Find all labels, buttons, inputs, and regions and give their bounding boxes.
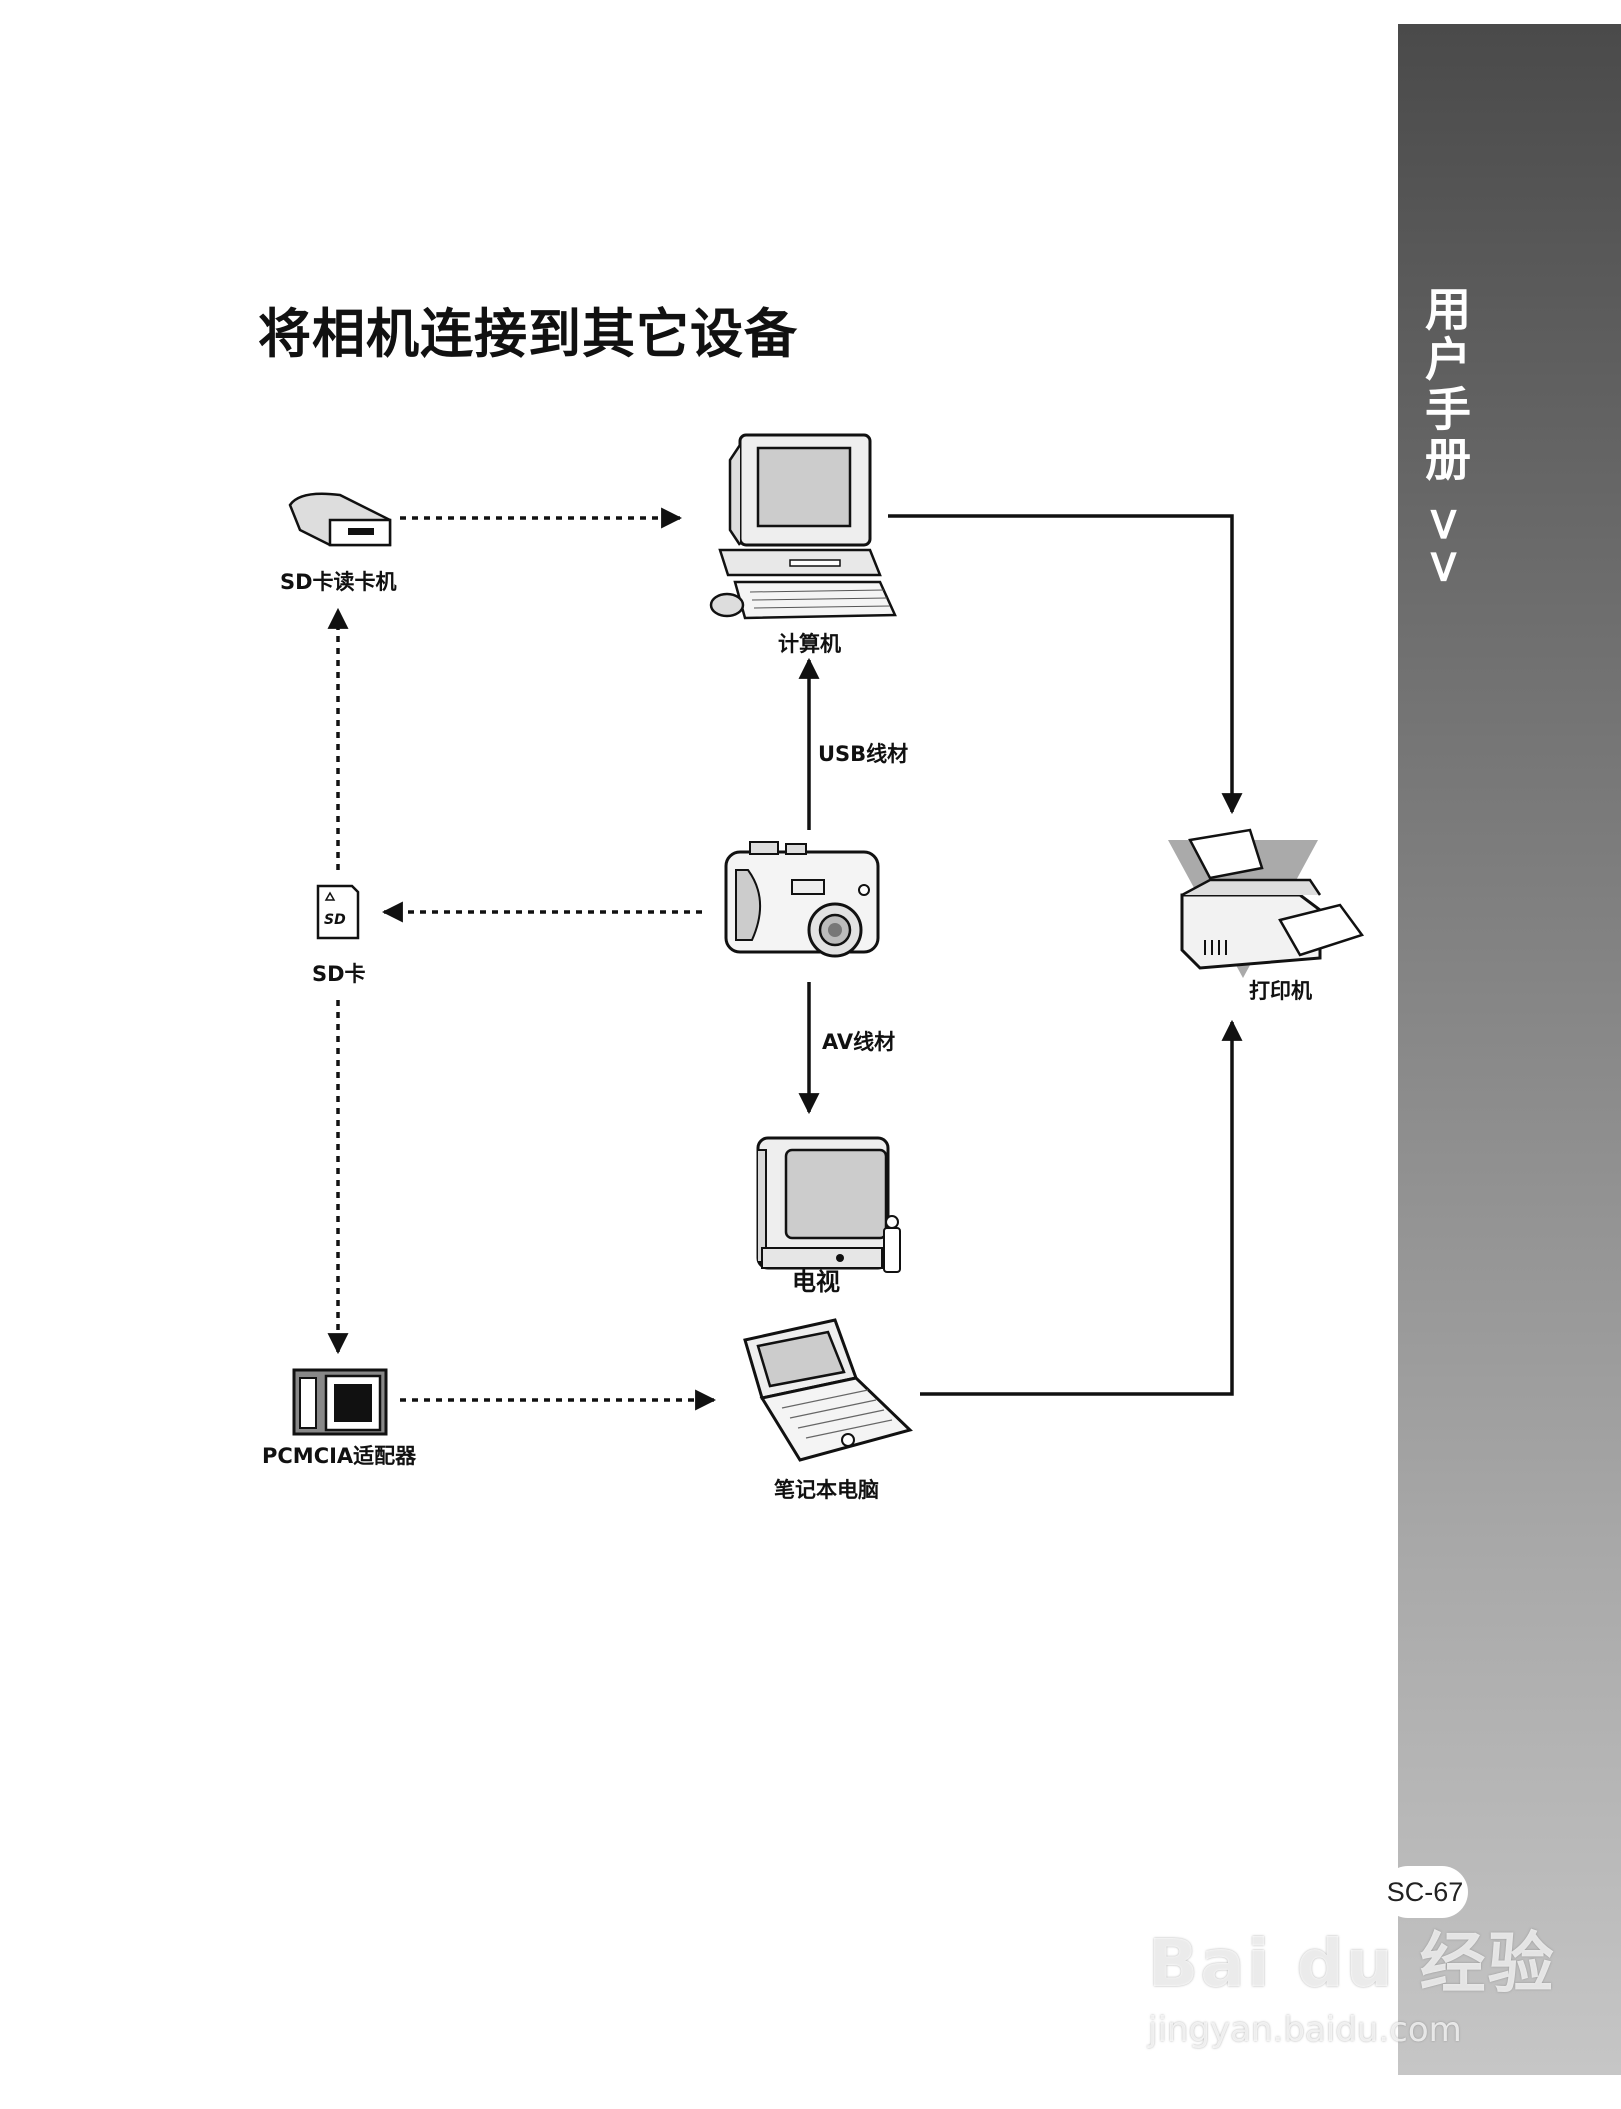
baidu-watermark: Bai du 经验 jingyan.baidu.com — [1148, 1910, 1556, 2050]
computer-label: 计算机 — [778, 632, 841, 656]
printer-icon — [1168, 828, 1365, 978]
sd-card-reader-icon — [288, 492, 392, 547]
sd-card-label: SD卡 — [312, 962, 366, 986]
usb-cable-label: USB线材 — [818, 742, 909, 766]
pcmcia-adapter-icon — [292, 1368, 388, 1436]
tv-icon — [756, 1136, 901, 1273]
laptop-label: 笔记本电脑 — [774, 1478, 879, 1502]
sidebar-title: 用户手册 >> — [1418, 285, 1472, 591]
watermark-url: jingyan.baidu.com — [1148, 2010, 1462, 2050]
tv-label: 电视 — [792, 1268, 840, 1296]
computer-to-printer-line — [888, 514, 1243, 815]
page-number: SC-67 — [1382, 1866, 1468, 1918]
svg-text:SD: SD — [324, 912, 346, 928]
camera-icon — [724, 841, 880, 958]
laptop-icon — [743, 1318, 913, 1462]
sd-card-icon: SD — [316, 884, 360, 940]
av-cable-label: AV线材 — [822, 1030, 896, 1054]
computer-icon — [709, 433, 897, 620]
watermark-brand: Bai du 经验 — [1148, 1925, 1556, 2002]
pcmcia-adapter-label: PCMCIA适配器 — [262, 1444, 417, 1468]
page-title: 将相机连接到其它设备 — [258, 304, 798, 365]
sd-card-reader-label: SD卡读卡机 — [280, 570, 397, 594]
laptop-to-printer-line — [920, 1019, 1243, 1396]
sidebar-band — [1398, 24, 1621, 2075]
printer-label: 打印机 — [1249, 979, 1312, 1003]
